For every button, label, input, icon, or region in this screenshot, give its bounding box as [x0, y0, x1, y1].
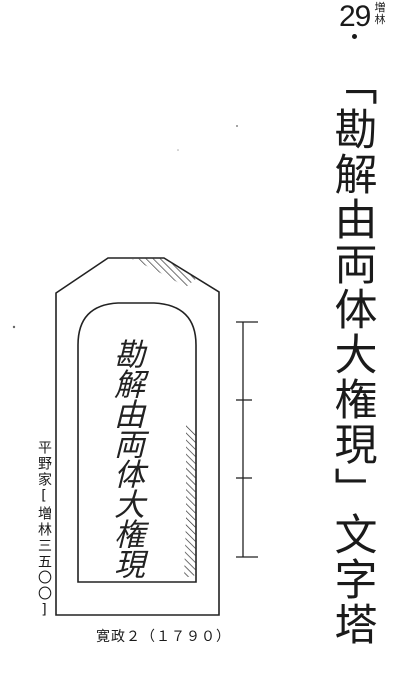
owner-location-caption: 平野家[増林三五〇〇] — [36, 440, 52, 620]
stone-inscription: 勘解由両体大権現 — [108, 338, 144, 578]
entry-separator-dot — [352, 34, 357, 39]
entry-number: 29 — [339, 0, 371, 33]
date-caption: 寛政２（１７９０） — [96, 629, 231, 645]
weathering-hatch-top — [132, 258, 197, 287]
entry-place-tag: 増林 — [374, 1, 386, 26]
inscription-panel — [77, 302, 197, 583]
weathering-hatch-side — [184, 420, 196, 578]
page-title: 「勘解由両体大権現」文字塔 — [327, 62, 377, 647]
stone-outline — [55, 257, 220, 616]
